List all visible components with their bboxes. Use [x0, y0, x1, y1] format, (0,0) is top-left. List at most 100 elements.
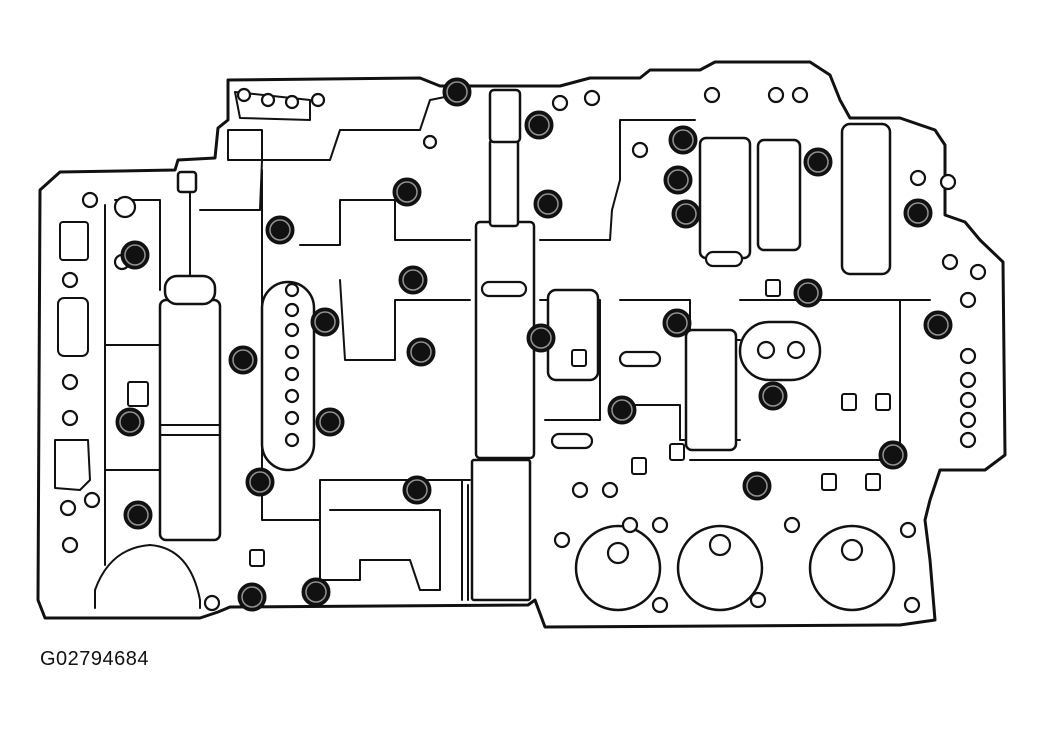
check-ball-highlight — [675, 203, 697, 225]
bracket-6 — [631, 457, 647, 475]
large-bore-2 — [676, 524, 764, 612]
bolt-hole — [651, 596, 669, 614]
check-ball-highlight — [269, 219, 291, 241]
bolt-hole — [284, 366, 300, 382]
bolt-hole — [59, 499, 77, 517]
bolt-hole — [583, 89, 601, 107]
left-bracket — [127, 381, 149, 407]
check-ball-highlight — [232, 349, 254, 371]
right-slot-2 — [618, 350, 662, 368]
bolt-hole — [61, 409, 79, 427]
bracket-5 — [865, 473, 881, 491]
bracket-8 — [249, 549, 265, 567]
check-ball-highlight — [537, 193, 559, 215]
check-ball-highlight — [406, 479, 428, 501]
bolt-hole — [651, 516, 669, 534]
bolt-hole — [61, 271, 79, 289]
left-pocket-2 — [54, 439, 91, 491]
large-bore-1 — [574, 524, 662, 612]
check-ball-highlight — [807, 151, 829, 173]
center-spool-stem — [488, 138, 520, 228]
bolt-hole — [284, 410, 300, 426]
bolt-hole — [553, 531, 571, 549]
bolt-hole — [621, 516, 639, 534]
bolt-hole — [959, 347, 977, 365]
spool-head-left — [176, 170, 198, 194]
right-slot-1 — [704, 250, 744, 268]
check-ball-highlight — [319, 411, 341, 433]
bracket-7 — [669, 443, 685, 461]
bolt-hole — [903, 596, 921, 614]
check-ball-highlight — [446, 81, 468, 103]
bolt-hole — [703, 86, 721, 104]
check-ball-highlight — [882, 444, 904, 466]
bolt-hole — [909, 169, 927, 187]
right-spool-2 — [756, 138, 802, 252]
center-slot — [480, 280, 528, 298]
bolt-hole — [939, 173, 957, 191]
bracket-2 — [841, 393, 857, 411]
bolt-hole — [203, 594, 221, 612]
double-hole-plate — [738, 320, 822, 382]
bolt-hole — [81, 191, 99, 209]
bolt-hole — [310, 92, 326, 108]
check-ball-highlight — [762, 385, 784, 407]
bolt-hole — [756, 340, 776, 360]
check-ball-highlight — [907, 202, 929, 224]
bolt-hole — [284, 388, 300, 404]
bolt-hole — [767, 86, 785, 104]
small-bore-3 — [840, 538, 864, 562]
bracket-4 — [821, 473, 837, 491]
center-block — [470, 458, 532, 602]
bolt-hole — [959, 411, 977, 429]
check-ball-highlight — [119, 411, 141, 433]
small-bore-2 — [708, 533, 732, 557]
bolt-hole — [284, 282, 300, 298]
bolt-hole — [941, 253, 959, 271]
check-ball-highlight — [672, 129, 694, 151]
check-ball-highlight — [249, 471, 271, 493]
right-spool-3 — [840, 122, 892, 276]
bracket-1 — [765, 279, 781, 297]
lower-left-arch — [94, 544, 201, 609]
bolt-hole — [749, 591, 767, 609]
bolt-hole — [969, 263, 987, 281]
bolt-hole — [422, 134, 438, 150]
check-ball-highlight — [530, 327, 552, 349]
center-hatch — [461, 479, 469, 601]
check-balls — [115, 77, 953, 612]
check-ball-highlight — [797, 282, 819, 304]
bolt-hole — [571, 481, 589, 499]
check-ball-highlight — [305, 581, 327, 603]
right-block — [684, 328, 738, 452]
bolt-hole — [786, 340, 806, 360]
bolt-hole — [959, 371, 977, 389]
check-ball-highlight — [314, 311, 336, 333]
left-slot — [57, 297, 89, 357]
check-ball-highlight — [528, 114, 550, 136]
center-spool — [474, 220, 536, 460]
bolt-hole — [284, 322, 300, 338]
figure-id-caption: G02794684 — [40, 648, 150, 670]
bolt-hole — [284, 302, 300, 318]
bolt-hole — [899, 521, 917, 539]
bracket-9 — [571, 349, 587, 367]
bolt-hole — [284, 432, 300, 448]
bolt-hole — [631, 141, 649, 159]
center-spool-top — [488, 88, 522, 144]
check-ball-highlight — [402, 269, 424, 291]
bolt-hole — [791, 86, 809, 104]
right-spool-1 — [698, 136, 752, 260]
check-ball-highlight — [241, 586, 263, 608]
bolt-holes — [59, 86, 987, 614]
check-ball-highlight — [667, 169, 689, 191]
bolt-hole — [83, 491, 101, 509]
lower-pocket — [319, 509, 441, 591]
right-slot-3 — [550, 432, 594, 450]
left-pocket-1 — [59, 221, 89, 261]
check-ball-highlight — [746, 475, 768, 497]
bolt-hole — [959, 291, 977, 309]
spool-bore-left — [158, 298, 222, 542]
bolt-hole — [783, 516, 801, 534]
large-bore-3 — [808, 524, 896, 612]
